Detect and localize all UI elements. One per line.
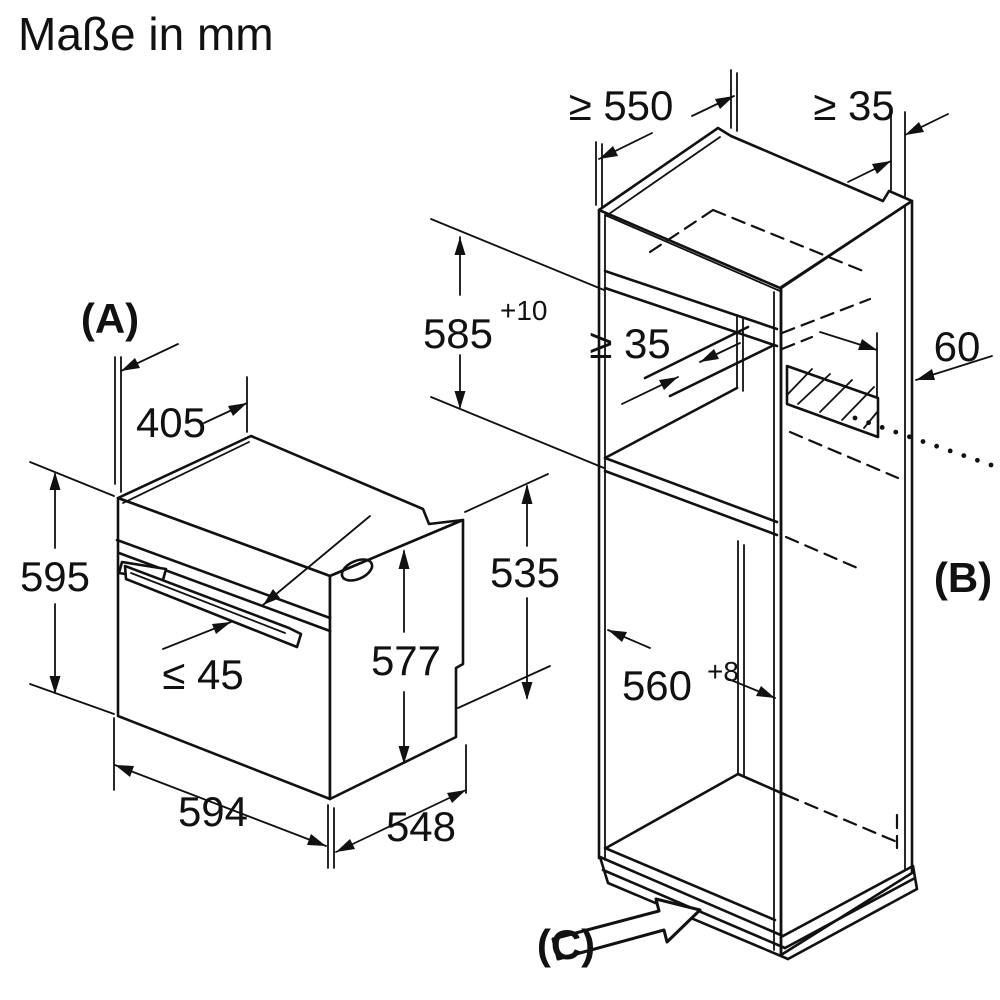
niche-shelf-left-edge <box>603 386 739 460</box>
niche-ceiling-band <box>603 269 779 348</box>
oven-handle-ridge <box>130 572 286 634</box>
dim-550-label: ≥ 550 <box>569 82 674 129</box>
dim-550-arrow-right <box>715 96 734 109</box>
cabinet-top-inner-edges <box>604 136 781 292</box>
dim-560-arrow-left <box>608 630 627 642</box>
dim-548-arrow-left <box>336 839 355 852</box>
oven-door-handle <box>123 564 303 649</box>
dim-405-arrow-left <box>121 358 140 371</box>
dim-550-arrow-left <box>599 146 618 159</box>
dim-45-arrow-lower <box>212 622 231 634</box>
dim-405-arrow-right <box>228 403 247 416</box>
dim-535-arrow-up <box>521 484 533 504</box>
dim-560-label: 560 <box>622 662 692 709</box>
vent-dotted-leader <box>852 415 994 468</box>
dim-595-ext-top <box>29 461 115 497</box>
figure-label-c: (C) <box>537 921 595 968</box>
dim-60-arrow <box>916 369 935 380</box>
dim-594-arrow-right <box>307 834 326 846</box>
oven-side-face <box>328 518 465 801</box>
cabinet-floor-front-edge <box>603 846 777 922</box>
dim-560-tolerance-label: +8 <box>707 656 739 687</box>
dim-585-tolerance-label: +10 <box>500 295 548 326</box>
niche-shelf-band <box>603 456 779 537</box>
dim-35top-arrow-right <box>905 122 924 135</box>
vent-hatch-lines <box>786 368 879 429</box>
cabinet-right-side-face <box>779 199 914 957</box>
dim-585-label: 585 <box>423 310 493 357</box>
figure-label-a: (A) <box>81 295 139 342</box>
oven-side-grip-hole <box>340 558 374 582</box>
dim-577-arrow-down <box>398 746 410 764</box>
dim-577-label: 577 <box>371 637 441 684</box>
oven-control-panel-line <box>115 538 332 620</box>
dim-548-label: 548 <box>386 803 456 850</box>
base-direction-arrow <box>551 897 702 961</box>
dim-594-ext-center <box>327 804 335 869</box>
oven-dimensions <box>29 343 551 869</box>
dim-595-arrow-down <box>49 676 61 694</box>
dim-548-arrow-right <box>447 790 466 803</box>
dim-35mid-arrow-a <box>700 349 719 362</box>
diagram-title: Maße in mm <box>18 8 274 60</box>
dim-35top-arrow-left <box>872 161 891 174</box>
dim-594-label: 594 <box>178 788 248 835</box>
dim-550-ext-left <box>595 141 603 208</box>
dim-560-arrow-right <box>756 686 775 698</box>
cabinet-floor-left-edge <box>604 772 740 850</box>
niche-rear-left-corner-lower <box>737 540 745 778</box>
dim-550-ext-right <box>730 69 738 132</box>
hidden-edges <box>648 208 900 850</box>
oven-top-inner-edge <box>122 441 250 504</box>
dim-45-leader-upper <box>262 515 371 606</box>
dim-45-label: ≤ 45 <box>162 651 243 698</box>
oven-drawing <box>115 434 465 801</box>
cabinet-drawing <box>597 126 994 961</box>
rear-gap-lines <box>643 325 774 398</box>
niche-rear-left-corner-upper <box>736 314 744 392</box>
dim-535-arrow-down <box>521 682 533 700</box>
dim-585-ext-bottom <box>430 396 605 469</box>
dim-535-ext-top <box>464 473 549 513</box>
dim-585-arrow-down <box>454 391 466 409</box>
dim-45-arrow-upper <box>263 589 280 605</box>
dim-595-ext-bottom <box>29 683 115 715</box>
dim-35top-label: ≥ 35 <box>813 82 894 129</box>
dim-535-label: 535 <box>490 549 560 596</box>
dim-35mid-arrow-c <box>858 339 877 350</box>
dim-594-line <box>114 764 327 847</box>
dim-585-arrow-up <box>454 237 466 255</box>
dim-535-ext-bottom <box>457 665 551 709</box>
cabinet-dimensions <box>430 69 993 961</box>
dim-35top-ext <box>890 111 906 199</box>
dim-594-arrow-left <box>115 765 134 777</box>
dim-35mid-arrow-b <box>659 377 678 390</box>
dim-548-line <box>335 789 467 853</box>
dim-35mid-label: ≥ 35 <box>589 320 670 367</box>
dim-405-ext-left <box>114 356 122 493</box>
dim-577-arrow-up <box>398 549 410 569</box>
cabinet-floor-rear-edge <box>736 772 788 797</box>
dim-595-arrow-up <box>49 472 61 490</box>
cabinet-plinth-right <box>781 864 919 961</box>
dim-405-label: 405 <box>136 399 206 446</box>
dim-595-label: 595 <box>20 553 90 600</box>
dim-585-ext-top <box>430 218 605 291</box>
figure-label-b: (B) <box>934 554 992 601</box>
dim-60-label: 60 <box>934 323 981 370</box>
